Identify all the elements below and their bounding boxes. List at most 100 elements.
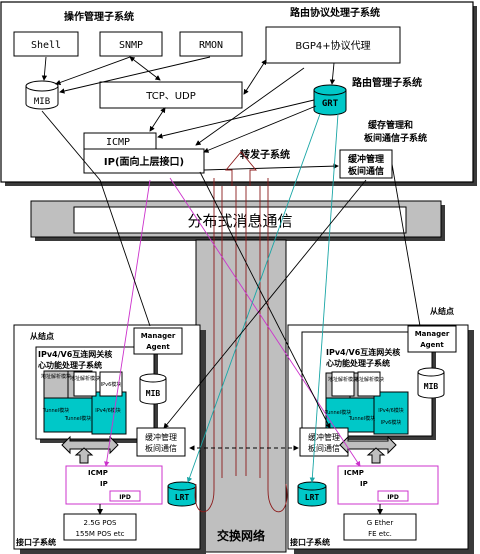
right-mod-5: IPv4/6模块 — [378, 407, 404, 414]
snmp-label: SNMP — [119, 40, 143, 51]
routing-subsystem-title: 路由协议处理子系统 — [290, 6, 380, 19]
right-agent-1: Manager — [415, 330, 450, 338]
mgmt-subsystem-title: 操作管理子系统 — [64, 10, 134, 23]
route-mgmt-title: 路由管理子系统 — [352, 76, 422, 89]
left-iface-label: 接口子系统 — [16, 537, 56, 547]
buffer-title-1: 缓存管理和 — [368, 119, 413, 131]
rmon-label: RMON — [199, 40, 223, 51]
left-module-stack — [43, 370, 127, 435]
left-mod-4: Tunnel模块 — [64, 415, 91, 422]
left-core-title-2: 心功能处理子系统 — [38, 360, 102, 370]
left-port-1: 2.5G POS — [84, 519, 118, 527]
left-slave-node: 从结点 IPv4/V6互连网关核 心功能处理子系统 Manager Agent … — [13, 324, 206, 554]
right-module-stack — [325, 371, 409, 435]
right-mod-3: Tunnel模块 — [324, 409, 351, 416]
right-buffer-2: 板间通信 — [308, 443, 340, 453]
right-lrt-label: LRT — [305, 493, 320, 502]
right-mib-cylinder — [417, 367, 445, 399]
forward-title: 转发子系统 — [240, 148, 290, 161]
left-mod-2: 地址解析模块 — [70, 375, 100, 382]
ip-upper-box — [83, 148, 205, 174]
left-agent-2: Agent — [146, 343, 170, 351]
switch-network: 交换网络 — [195, 239, 287, 553]
left-lrt-label: LRT — [175, 493, 190, 502]
left-agent-1: Manager — [141, 332, 176, 340]
right-mod-1: 地址解析模块 — [328, 376, 358, 383]
arrow-bgp-grt — [329, 62, 336, 85]
arrow-bgp-ip — [195, 67, 305, 146]
arrow-grt-ip — [203, 105, 317, 153]
switch-flow-paths — [194, 151, 288, 513]
right-port-1: G Ether — [367, 519, 394, 527]
ip-upper-label: IP(面向上层接口) — [104, 155, 184, 168]
teal-paths — [186, 113, 339, 483]
buffer-box-top — [339, 149, 393, 179]
left-mod-3: Tunnel模块 — [42, 407, 69, 414]
left-mib-cylinder — [139, 373, 167, 405]
buffer-title-2: 板间通信子系统 — [364, 132, 427, 144]
left-lrt-cylinder — [167, 481, 197, 507]
black-connectors — [99, 163, 421, 451]
right-core-title-2: 心功能处理子系统 — [326, 358, 390, 368]
mib-label: MIB — [34, 97, 50, 107]
right-ip-label: IP — [360, 480, 368, 488]
magenta-paths — [104, 177, 361, 467]
arrow-tcp-bgp — [243, 59, 267, 95]
left-core-title-1: IPv4/V6互连网关核 — [38, 349, 112, 359]
switch-network-label: 交换网络 — [217, 528, 265, 543]
arrow-tcp-icmp — [149, 107, 166, 132]
grt-cylinder — [313, 84, 347, 116]
snmp-box — [99, 31, 163, 57]
left-up-arrow — [74, 447, 94, 464]
right-agent-box — [407, 325, 457, 353]
right-port-box — [343, 513, 417, 541]
shell-box — [13, 31, 79, 57]
left-slave-label: 从结点 — [30, 331, 54, 341]
left-ipd-label: IPD — [119, 494, 131, 501]
right-agent-2: Agent — [420, 341, 444, 349]
left-mod-1: 地址解析模块 — [41, 373, 71, 380]
mib-cylinder — [25, 80, 59, 110]
right-port-2: FE etc. — [368, 530, 392, 538]
right-mod-2: 地址解析模块 — [354, 376, 384, 383]
left-buffer-1: 缓冲管理 — [145, 432, 177, 442]
distributed-message-label: 分布式消息通信 — [187, 212, 292, 230]
top-system-panel: 操作管理子系统 路由协议处理子系统 Shell SNMP RMON BGP4+协… — [0, 1, 477, 186]
arrow-shell-mib — [41, 56, 48, 81]
right-mod-4: Tunnel模块 — [348, 415, 375, 422]
arrow-snmp-mib — [55, 56, 131, 85]
arrow-grt-icmp — [157, 99, 315, 139]
left-mib-label: MIB — [146, 389, 161, 398]
left-port-2: 155M POS etc — [76, 530, 125, 538]
right-core-title-1: IPv4/V6互连网关核 — [326, 347, 400, 357]
arrow-mib-down — [41, 110, 101, 181]
left-mod-5: IPv4/6模块 — [95, 407, 121, 414]
right-mod-6: IPv6模块 — [381, 419, 402, 426]
rmon-box — [179, 31, 243, 57]
arrow-rmon-mib — [59, 56, 211, 94]
buffer-box-top-2: 板间通信 — [348, 165, 384, 177]
right-buffer-1: 缓冲管理 — [308, 432, 340, 442]
shell-label: Shell — [31, 40, 61, 51]
buffer-box-top-1: 缓冲管理 — [348, 153, 384, 165]
arrow-snmp-tcp — [129, 56, 161, 81]
grt-label: GRT — [322, 99, 339, 109]
right-bidir-arrow — [339, 435, 397, 455]
right-buffer-box — [299, 427, 349, 457]
icmp-label: ICMP — [106, 137, 130, 148]
right-iface-label: 接口子系统 — [290, 537, 330, 547]
tcp-udp-box — [99, 81, 243, 109]
bgp-label: BGP4+协议代理 — [295, 39, 370, 52]
left-icmp-label: ICMP — [88, 469, 108, 477]
right-up-arrow — [366, 447, 386, 464]
right-slave-label: 从结点 — [430, 306, 454, 316]
right-slave-node: 从结点 IPv4/V6互连网关核 心功能处理子系统 Manager Agent … — [287, 306, 474, 554]
left-mod-6: IPv6模块 — [101, 381, 122, 388]
left-buffer-2: 板间通信 — [145, 443, 177, 453]
right-lrt-cylinder — [297, 481, 327, 507]
right-ipd-label: IPD — [387, 494, 399, 501]
left-ip-label: IP — [100, 480, 108, 488]
right-mib-label: MIB — [424, 382, 439, 391]
left-ipd-box — [109, 490, 141, 502]
